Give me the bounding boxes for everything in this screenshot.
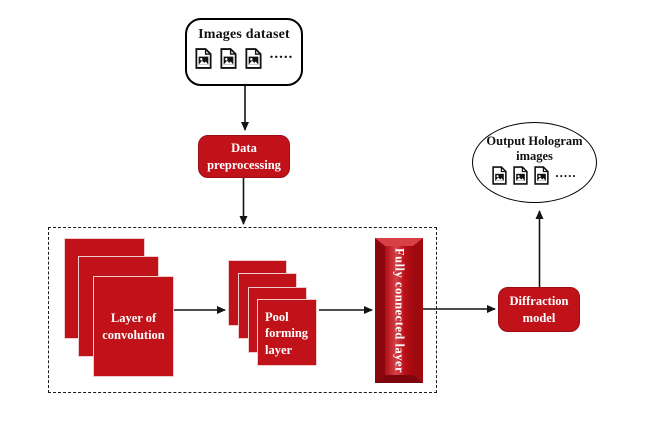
data-preprocessing-label: Data preprocessing (207, 140, 281, 172)
fully-connected-layer-node: Fully connected layer (375, 238, 423, 383)
ellipsis-dots: ..... (555, 164, 577, 180)
convolution-layer-label: Layer of convolution (102, 311, 165, 342)
output-hologram-node: Output Hologram images ..... (472, 122, 597, 203)
images-dataset-label: Images dataset (198, 27, 290, 42)
data-preprocessing-node: Data preprocessing (198, 135, 290, 178)
convolution-layer-node: Layer of convolution (93, 276, 174, 377)
diffraction-model-label: Diffraction model (509, 293, 569, 325)
image-file-icon (245, 48, 262, 69)
output-hologram-label: Output Hologram images (486, 134, 583, 163)
image-file-icon (513, 166, 529, 185)
cnn-dashed-container (48, 227, 437, 393)
ellipsis-dots: ..... (269, 46, 294, 62)
diffraction-model-node: Diffraction model (498, 287, 580, 332)
images-dataset-icon-row: ..... (187, 46, 301, 69)
image-file-icon (492, 166, 508, 185)
image-file-icon (220, 48, 237, 69)
output-hologram-icon-row: ..... (473, 164, 596, 185)
images-dataset-node: Images dataset ..... (185, 18, 303, 86)
pooling-layer-label: Pool forming layer (265, 310, 309, 357)
fully-connected-layer-label: Fully connected layer (392, 247, 407, 374)
pooling-layer-node: Pool forming layer (257, 299, 317, 366)
image-file-icon (534, 166, 550, 185)
image-file-icon (195, 48, 212, 69)
